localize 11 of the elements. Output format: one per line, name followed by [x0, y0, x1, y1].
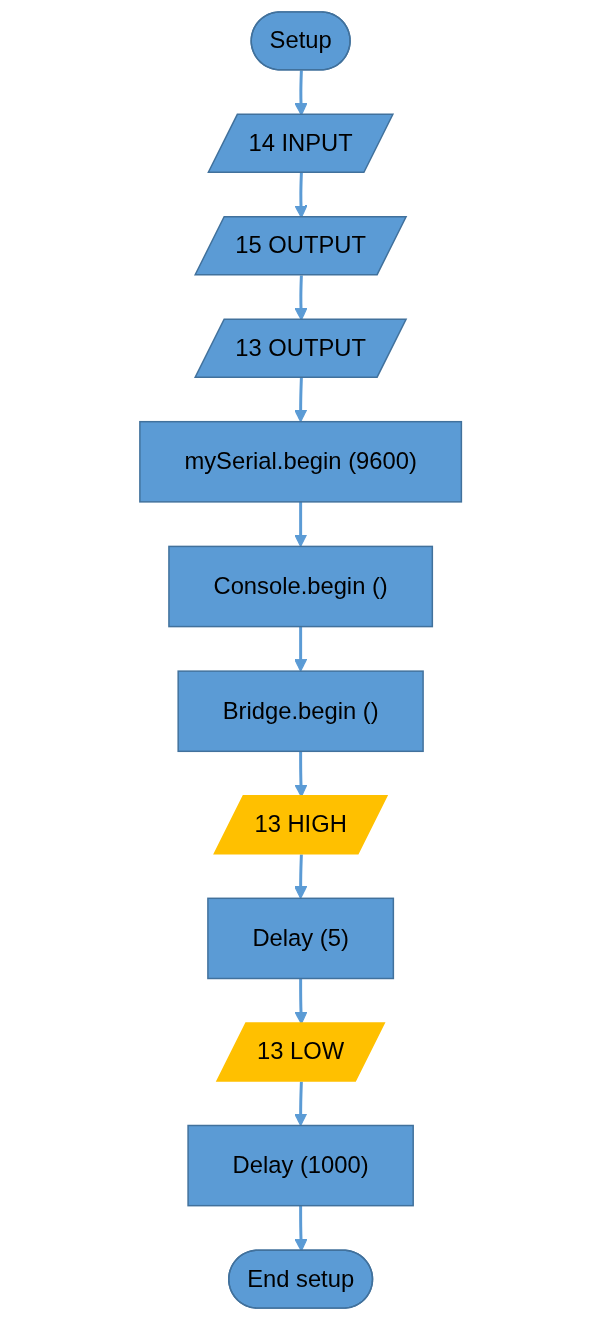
arrow [293, 626, 308, 672]
arrow [293, 1081, 308, 1127]
node-box: mySerial.begin (9600) [139, 420, 462, 503]
arrow [294, 1205, 308, 1252]
node-box: Console.begin () [168, 545, 433, 628]
node-box: Bridge.begin () [177, 670, 424, 753]
node-box: Delay (1000) [187, 1124, 414, 1207]
arrow [293, 854, 308, 899]
arrow [293, 377, 308, 423]
node-box: Delay (5) [207, 897, 394, 980]
arrow [293, 501, 308, 547]
